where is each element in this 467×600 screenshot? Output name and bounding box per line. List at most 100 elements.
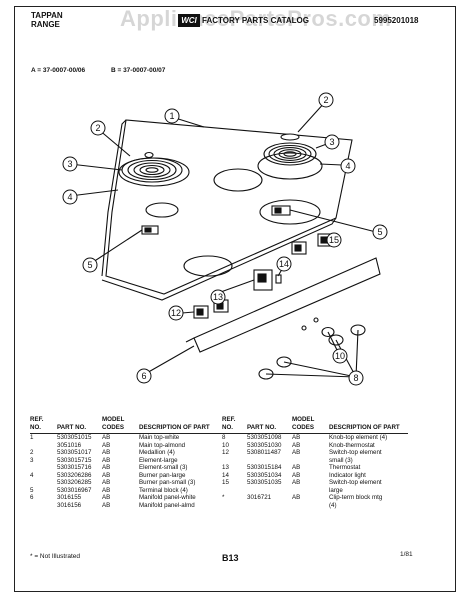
model-cell: AB [292,471,301,479]
desc-cell: Knob-thermostat [329,441,375,449]
ref-cell: 10 [222,441,229,449]
table-row: 1 5303051015 AB Main top-white 8 5303051… [30,434,408,442]
catalog-number: 5995201018 [374,16,419,25]
callout-13: 13 [213,292,223,302]
ref-cell: 15 [222,479,229,486]
manifold-panel [193,257,381,353]
part-cell: 5303206285 [57,479,92,486]
part-cell: 5303051017 [57,449,92,456]
callout-15: 15 [329,235,339,245]
model-cell: AB [292,449,301,456]
part-cell: 3016156 [57,501,82,509]
ref-cell [222,457,247,465]
desc-cell: (4) [329,501,337,509]
table-row: 3016156 AB Manifold panel-almd (4) [30,502,408,510]
model-cell: AB [292,479,301,486]
desc-cell: Burner pan-large [139,471,186,479]
knob-3 [328,334,344,346]
callout-4-left: 4 [67,192,72,202]
desc-cell: Switch-top element [329,449,382,456]
model-a: A = 37-0007-00/06 [31,67,86,74]
ref-cell: 6 [30,494,34,501]
callout-1: 1 [169,111,174,121]
callout-labels: 1 2 2 3 3 4 4 5 5 6 8 10 12 13 14 15 [62,92,388,386]
callout-14: 14 [279,259,289,269]
col-model-left: MODEL CODES [102,416,139,434]
table-row: 5303206285 AB Burner pan-small (3) 15 53… [30,479,408,487]
model-cell: AB [102,501,111,509]
knob-thermostat [321,326,335,338]
catalog-page [14,6,456,592]
desc-cell: Main top-almond [139,441,186,449]
part-cell: 5303015184 [247,464,282,471]
part-cell: 5303206286 [57,471,92,479]
model-cell: AB [292,434,301,441]
ref-cell: 4 [30,471,34,479]
model-cell: AB [102,494,111,501]
table-row: 3 5303015715 AB Element-large small (3) [30,457,408,465]
callout-2-left: 2 [95,123,100,133]
model-cell: AB [102,464,111,471]
ref-cell [30,502,57,510]
part-cell: 5303051030 [247,441,282,449]
ref-cell: 14 [222,471,229,479]
part-cell [247,457,292,465]
part-cell: 3016155 [57,494,82,501]
table-row: 4 5303206286 AB Burner pan-large 14 5303… [30,472,408,480]
part-cell [247,487,292,495]
ref-cell: 3 [30,456,34,464]
part-cell: 5303016967 [57,486,92,494]
ref-cell [222,487,247,495]
product-type: RANGE [31,20,60,29]
table-header-row: REF. NO. PART NO. MODEL CODES DESCRIPTIO… [30,416,408,434]
brand-name: TAPPAN [31,11,63,20]
desc-cell: Manifold panel-white [139,494,196,501]
desc-cell: Manifold panel-almd [139,501,195,509]
col-ref-left: REF. NO. [30,416,57,434]
col-ref-right: REF. NO. [222,416,247,434]
model-cell: AB [102,441,111,449]
model-cell [292,502,329,510]
model-cell: AB [292,494,301,501]
model-cell: AB [102,456,111,464]
main-top [105,119,353,295]
wci-logo: WCI [178,14,200,27]
desc-cell: Clip-term block mtg [329,494,383,501]
ref-cell [30,464,57,472]
callout-4-right: 4 [345,161,350,171]
callout-8: 8 [353,373,358,383]
table-row: 5303015716 AB Element-small (3) 13 53030… [30,464,408,472]
part-cell: 5303051034 [247,471,282,479]
desc-cell: Main top-white [139,434,180,441]
model-b: B = 37-0007-00/07 [110,67,166,74]
desc-cell: Element-small (3) [139,464,188,471]
callout-6: 6 [141,371,146,381]
model-legend: A = 37-0007-00/06 B = 37-0007-00/07 [31,67,189,74]
page-number: B13 [222,553,239,563]
callout-3-left: 3 [67,159,72,169]
part-cell: 5303051015 [57,434,92,441]
part-cell: 5303015716 [57,464,92,471]
callout-2-right: 2 [323,95,328,105]
desc-cell: Burner pan-small (3) [139,479,196,486]
part-cell: 5303051098 [247,434,282,441]
model-cell [292,457,329,465]
ref-cell [30,442,57,450]
parts-table: REF. NO. PART NO. MODEL CODES DESCRIPTIO… [30,416,408,509]
exploded-parts-diagram: 1 2 2 3 3 4 4 5 5 6 8 10 12 13 14 15 [62,92,388,386]
callout-5-right: 5 [377,227,382,237]
part-cell: 5303051035 [247,479,282,486]
model-cell: AB [102,449,111,456]
col-part-left: PART NO. [57,416,102,434]
col-part-right: PART NO. [247,416,292,434]
desc-cell: Thermostat [329,464,361,471]
col-desc-left: DESCRIPTION OF PART [139,416,222,434]
ref-cell: 13 [222,464,229,471]
model-cell: AB [102,471,111,479]
part-cell: 3051016 [57,441,82,449]
col-model-right: MODEL CODES [292,416,329,434]
ref-cell: 12 [222,449,229,456]
table-row: 6 3016155 AB Manifold panel-white * 3016… [30,494,408,502]
ref-cell: 1 [30,434,34,441]
model-cell: AB [102,486,111,494]
